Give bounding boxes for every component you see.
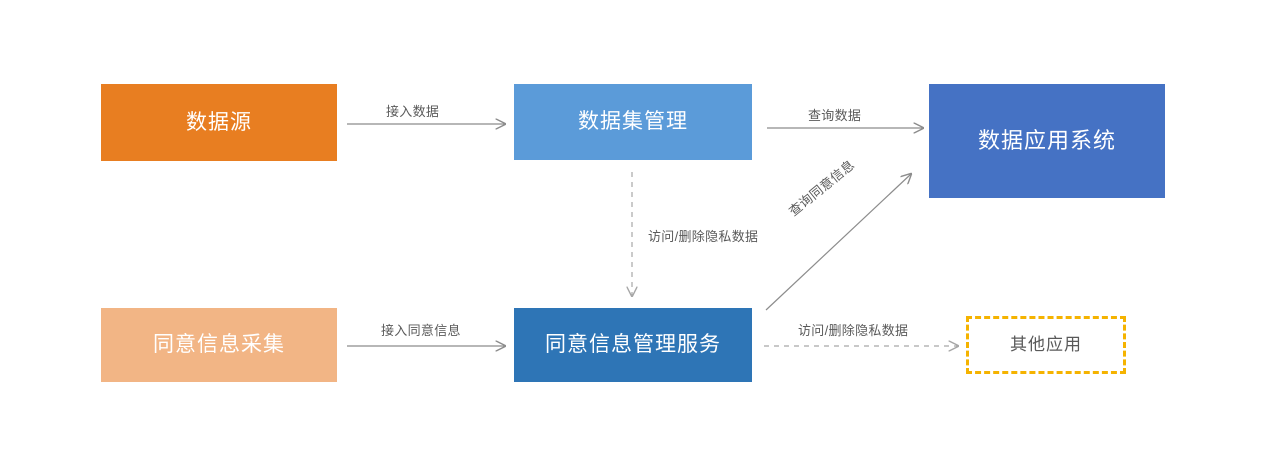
node-data-application-system[interactable]: 数据应用系统 bbox=[929, 84, 1165, 198]
edge-label-ingest-data: 接入数据 bbox=[386, 104, 440, 119]
edge-query-consent bbox=[765, 174, 911, 311]
node-data-source[interactable]: 数据源 bbox=[101, 84, 337, 161]
node-dataset-management[interactable]: 数据集管理 bbox=[514, 84, 752, 160]
edge-label-query-consent: 查询同意信息 bbox=[785, 157, 858, 219]
edge-label-access-delete-other: 访问/删除隐私数据 bbox=[798, 323, 909, 338]
node-consent-management-service[interactable]: 同意信息管理服务 bbox=[514, 308, 752, 382]
edge-label-access-delete-private: 访问/删除隐私数据 bbox=[648, 229, 759, 244]
node-consent-collection[interactable]: 同意信息采集 bbox=[101, 308, 337, 382]
node-other-applications[interactable]: 其他应用 bbox=[966, 316, 1126, 374]
edge-label-query-data: 查询数据 bbox=[808, 108, 862, 123]
edge-label-ingest-consent: 接入同意信息 bbox=[381, 323, 461, 338]
